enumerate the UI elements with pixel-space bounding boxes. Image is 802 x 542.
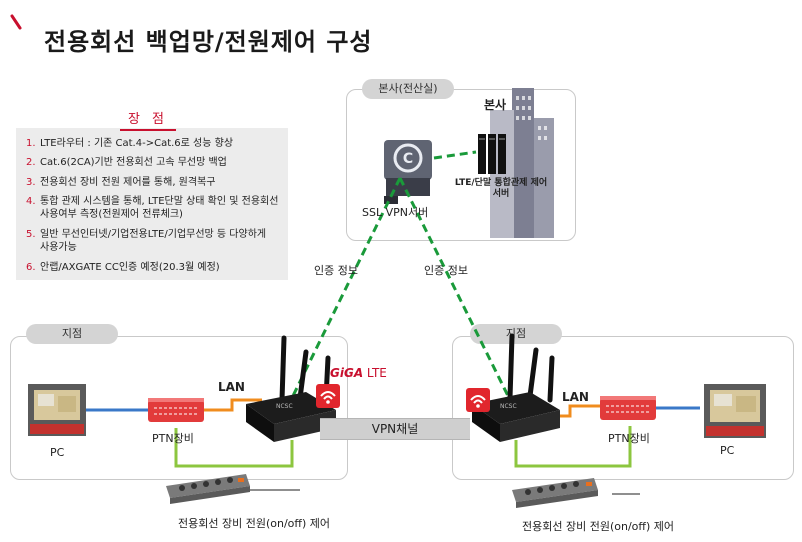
svg-text:C: C (403, 151, 413, 167)
advantage-num: 6. (26, 262, 36, 273)
advantage-item: 1. LTE라우터 : 기존 Cat.4->Cat.6로 성능 향상 (26, 137, 286, 150)
advantage-item: 3. 전용회선 장비 전원 제어를 통해, 원격복구 (26, 176, 286, 189)
branch-right-frame (452, 336, 794, 480)
lte-server-icon (478, 134, 506, 174)
wifi-badge-icon (466, 388, 490, 412)
advantage-text: Cat.6(2CA)기반 전용회선 고속 무선망 백업 (40, 157, 227, 168)
advantage-text: LTE라우터 : 기존 Cat.4->Cat.6로 성능 향상 (40, 138, 234, 149)
pc-label: PC (720, 444, 735, 457)
lte-router-icon: NCSC (472, 333, 560, 442)
advantages-heading: 장 점 (120, 108, 176, 131)
wifi-badge-icon (316, 384, 340, 408)
giga-text: GiGA (330, 366, 364, 380)
advantage-num: 1. (26, 138, 36, 149)
auth-label-right: 인증 정보 (424, 264, 468, 277)
power-strip-icon (166, 474, 250, 504)
lan-label: LAN (562, 390, 589, 404)
advantages-panel (16, 128, 288, 280)
power-control-label: 전용회선 장비 전원(on/off) 제어 (178, 517, 330, 530)
ptn-device-icon (148, 398, 204, 422)
power-control-label: 전용회선 장비 전원(on/off) 제어 (522, 520, 674, 533)
ptn-device-icon (600, 396, 656, 420)
title-accent-mark (10, 14, 22, 30)
advantage-item: 4. 통합 관제 시스템을 통해, LTE단말 상태 확인 및 전용회선 사용여부… (26, 195, 286, 221)
ptn-label: PTN장비 (152, 432, 194, 445)
branch-left-frame (10, 336, 348, 480)
page-title: 전용회선 백업망/전원제어 구성 (44, 28, 373, 56)
building-icon (490, 88, 554, 238)
pc-label: PC (50, 446, 65, 459)
pc-icon (28, 384, 86, 436)
advantage-num: 3. (26, 177, 36, 188)
lte-text: LTE (363, 366, 387, 380)
router-brand: NCSC (276, 403, 293, 410)
branch-left-pill: 지점 (26, 324, 118, 344)
power-strip-icon (512, 478, 598, 508)
hq-pill: 본사(전산실) (362, 79, 454, 99)
ssl-vpn-label: SSL VPN서버 (362, 206, 429, 219)
router-brand: NCSC (500, 403, 517, 410)
advantage-num: 2. (26, 157, 36, 168)
advantage-item: 2. Cat.6(2CA)기반 전용회선 고속 무선망 백업 (26, 156, 286, 169)
hq-frame (346, 89, 576, 241)
giga-lte-label: GiGA LTE (330, 366, 387, 380)
advantage-item: 5. 일반 무선인터넷/기업전용LTE/기업무선망 등 다양하게 사용가능 (26, 228, 286, 254)
advantage-num: 4. (26, 196, 36, 207)
advantage-text: 전용회선 장비 전원 제어를 통해, 원격복구 (40, 177, 216, 188)
ssl-vpn-server-icon: C (384, 140, 432, 204)
advantage-text: 통합 관제 시스템을 통해, LTE단말 상태 확인 및 전용회선 사용여부 측… (40, 196, 279, 220)
lan-label: LAN (218, 380, 245, 394)
lte-server-label: LTE/단말 통합관제 제어서버 (454, 178, 548, 199)
hq-building-label: 본사 (484, 98, 507, 112)
vpn-channel-bar: VPN채널 (320, 418, 470, 440)
advantage-item: 6. 안랩/AXGATE CC인증 예정(20.3월 예정) (26, 261, 286, 274)
advantage-num: 5. (26, 229, 36, 240)
pc-icon (704, 384, 766, 438)
advantage-text: 일반 무선인터넷/기업전용LTE/기업무선망 등 다양하게 사용가능 (40, 229, 267, 253)
auth-label-left: 인증 정보 (314, 264, 358, 277)
ptn-label: PTN장비 (608, 432, 650, 445)
advantage-text: 안랩/AXGATE CC인증 예정(20.3월 예정) (40, 262, 220, 273)
